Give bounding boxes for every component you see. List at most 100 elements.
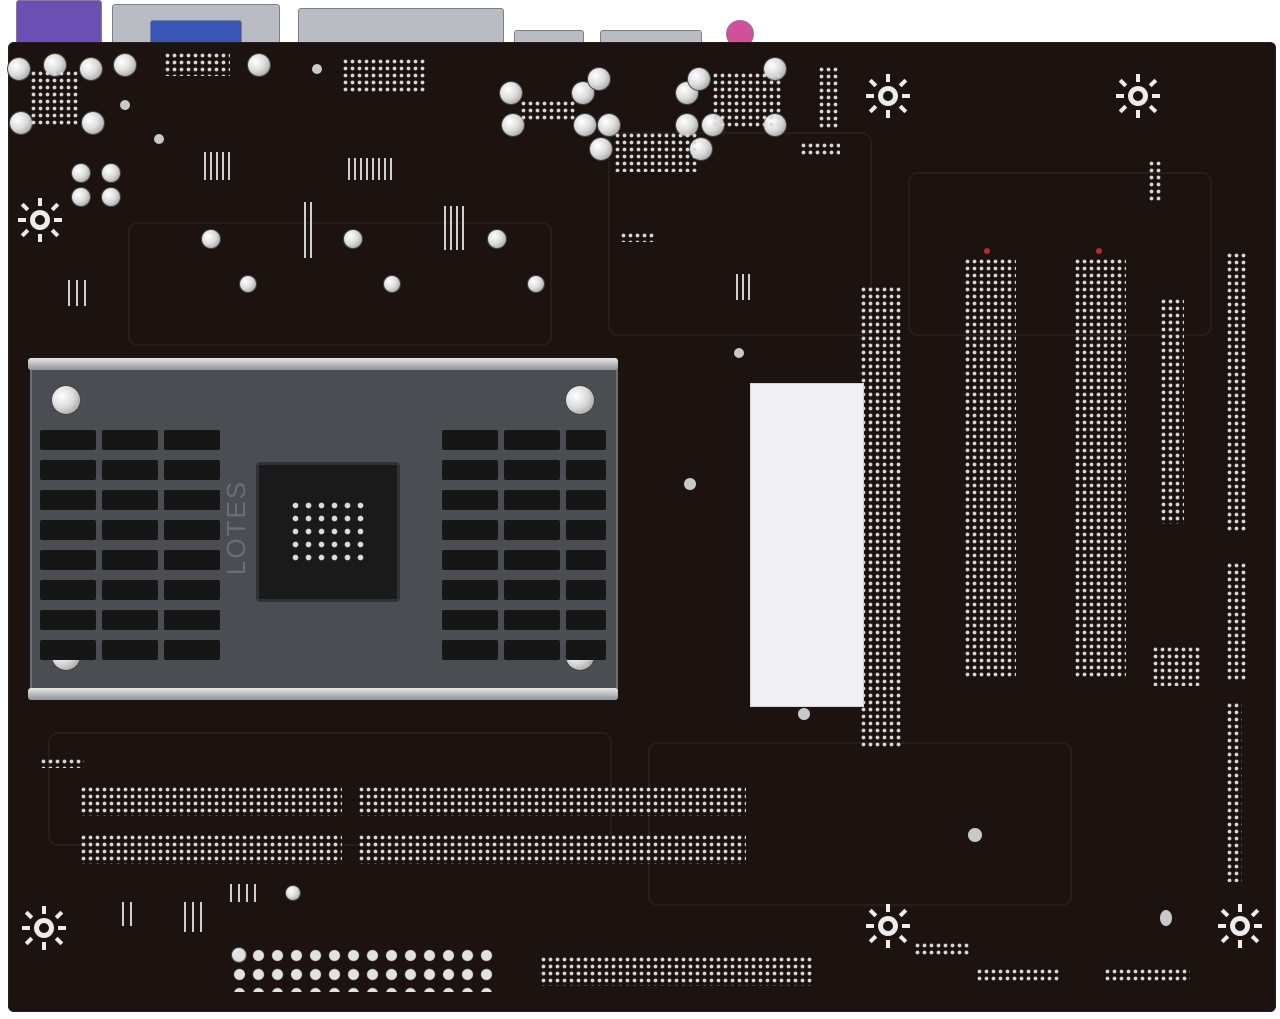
component-lead: [76, 280, 78, 306]
solder-point: [286, 886, 300, 900]
component-lead: [378, 158, 380, 180]
solder-point: [528, 276, 544, 292]
solder-point: [502, 114, 524, 136]
dimm-slot-d-pins: [358, 834, 746, 864]
socket-window: [256, 462, 400, 602]
bracket-marking: LOTES: [221, 479, 252, 575]
component-lead: [84, 280, 86, 306]
cpu-retention-bracket: LOTES: [28, 358, 618, 700]
via: [120, 100, 130, 110]
mounting-hole: [866, 904, 910, 948]
mounting-hole: [22, 906, 66, 950]
component-lead: [238, 884, 240, 902]
component-lead: [230, 884, 232, 902]
component-lead: [210, 152, 212, 180]
ps2-port: [16, 0, 102, 48]
header-pins: [1152, 646, 1200, 686]
bracket-screw: [566, 386, 594, 414]
trace: [908, 172, 1212, 336]
smd-pads: [620, 232, 656, 242]
smd-pads: [40, 758, 84, 768]
component-lead: [456, 206, 458, 250]
component-lead: [462, 206, 464, 250]
bracket-screw: [52, 386, 80, 414]
solder-point: [248, 54, 270, 76]
socket-pins: [289, 499, 367, 565]
component-lead: [200, 902, 202, 932]
component-lead: [360, 158, 362, 180]
component-lead: [348, 158, 350, 180]
solder-point: [344, 230, 362, 248]
via: [684, 478, 696, 490]
solder-point: [8, 58, 30, 80]
component-lead: [390, 158, 392, 180]
solder-point: [688, 68, 710, 90]
bracket-rail-top: [28, 358, 618, 370]
smd-pads: [1148, 160, 1162, 202]
solder-point: [72, 164, 90, 182]
solder-point: [82, 112, 104, 134]
solder-point: [598, 114, 620, 136]
front-panel-pins: [1104, 968, 1190, 982]
component-lead: [228, 152, 230, 180]
header-pins: [818, 66, 840, 130]
mounting-hole: [866, 74, 910, 118]
label-sticker: [750, 383, 864, 707]
smd-pads: [800, 142, 840, 156]
component-lead: [192, 902, 194, 932]
usb-pins: [520, 100, 576, 120]
lan-pins: [614, 132, 698, 172]
solder-point: [72, 188, 90, 206]
component-lead: [444, 206, 446, 250]
edge-header-pins: [1226, 252, 1248, 532]
component-lead: [736, 274, 738, 300]
vga-pins: [164, 52, 230, 76]
solder-point: [240, 276, 256, 292]
solder-point: [102, 164, 120, 182]
via: [734, 348, 744, 358]
solder-point: [590, 138, 612, 160]
trace: [128, 222, 552, 346]
solder-point: [488, 230, 506, 248]
solder-point: [572, 82, 594, 104]
mounting-hole: [1218, 904, 1262, 948]
component-lead: [304, 202, 306, 258]
pcie-x1-pins: [1160, 298, 1184, 524]
component-lead: [372, 158, 374, 180]
component-lead: [748, 274, 750, 300]
dvi-pins: [342, 58, 426, 92]
atx-power-pins: [230, 946, 494, 992]
solder-point: [500, 82, 522, 104]
component-lead: [246, 884, 248, 902]
component-lead: [450, 206, 452, 250]
front-panel-pins: [540, 956, 812, 986]
via: [312, 64, 322, 74]
component-lead: [310, 202, 312, 258]
via: [154, 134, 164, 144]
dimm-slot-a-pins: [80, 786, 342, 816]
indicator-led: [1096, 248, 1102, 254]
solder-point: [102, 188, 120, 206]
bracket-rail-bottom: [28, 688, 618, 700]
indicator-led: [984, 248, 990, 254]
pci-slot-2-pins: [1074, 258, 1126, 678]
component-lead: [254, 884, 256, 902]
pcb: [8, 42, 1276, 1012]
dimm-slot-c-pins: [358, 786, 746, 816]
component-lead: [68, 280, 70, 306]
component-lead: [222, 152, 224, 180]
audio-pins: [712, 72, 782, 128]
solder-point: [384, 276, 400, 292]
solder-point: [202, 230, 220, 248]
component-lead: [742, 274, 744, 300]
header-pins: [1226, 702, 1242, 882]
solder-point: [114, 54, 136, 76]
mounting-hole: [1116, 74, 1160, 118]
dimm-slot-b-pins: [80, 834, 342, 864]
component-lead: [354, 158, 356, 180]
solder-point: [10, 112, 32, 134]
component-lead: [216, 152, 218, 180]
mounting-hole: [18, 198, 62, 242]
pcie-x16-pins: [860, 286, 902, 748]
